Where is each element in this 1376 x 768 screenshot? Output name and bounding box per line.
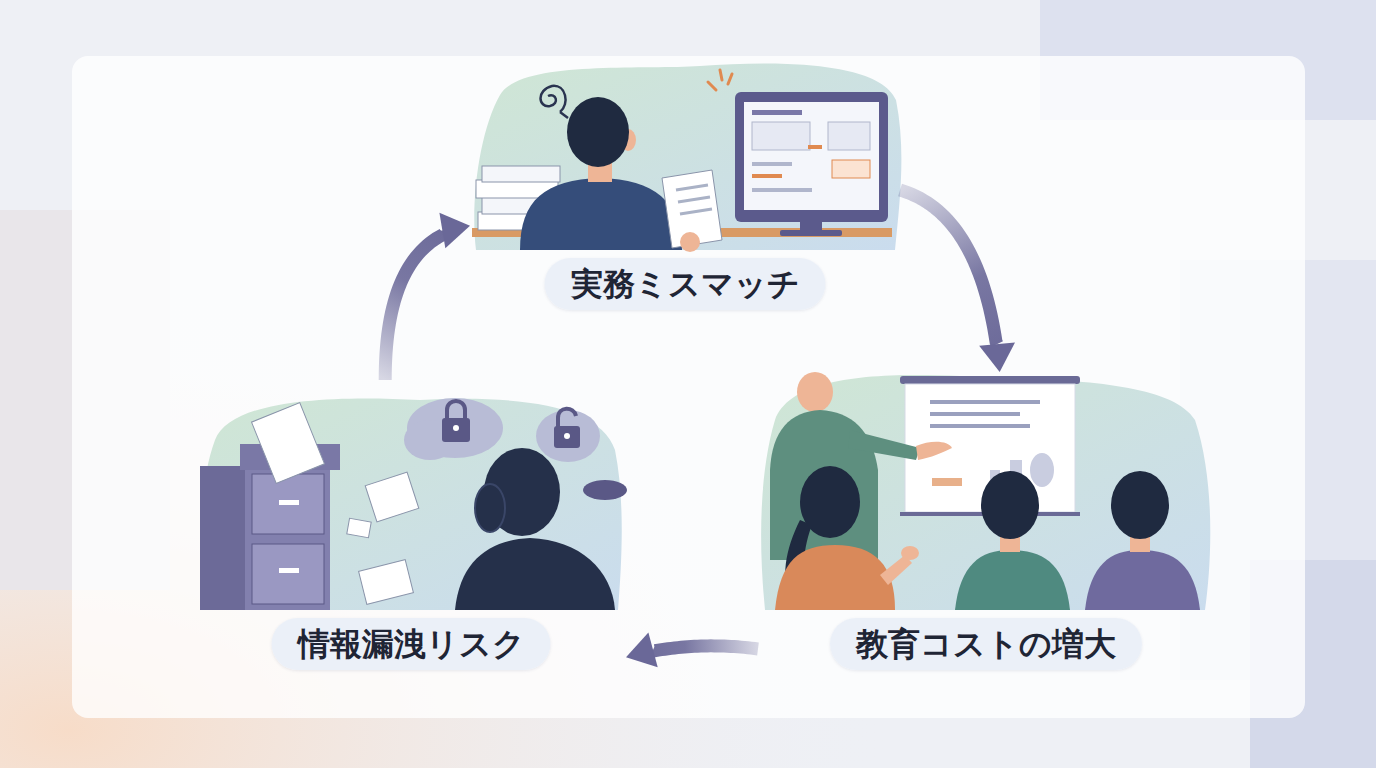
- filing-cabinet-part: [279, 500, 299, 505]
- lock-clouds-part: [442, 418, 470, 442]
- flying-papers-part: [252, 403, 325, 484]
- background-part: [72, 56, 1305, 718]
- cycle-arrow: [900, 190, 1015, 372]
- monitor-part: [752, 122, 810, 150]
- cycle-arrow: [385, 213, 470, 380]
- flying-papers: [252, 403, 419, 605]
- worried-person-part: [455, 538, 615, 610]
- monitor-part: [832, 160, 870, 178]
- worker-part: [520, 178, 682, 250]
- arrow-head: [439, 213, 470, 249]
- mismatch-scene: [472, 63, 901, 252]
- arrow-shaft: [653, 646, 758, 651]
- flying-papers-part: [347, 518, 371, 538]
- illustrated-card: 情報漏洩リスク: [196, 380, 626, 678]
- audience-part: [775, 545, 895, 610]
- arrow-head: [979, 342, 1015, 372]
- lock-clouds-part: [558, 409, 576, 428]
- illustrated-card: 実務ミスマッチ: [470, 62, 900, 318]
- monitor: [735, 92, 888, 236]
- worried-person-part: [475, 484, 505, 532]
- presenter-part: [770, 410, 878, 560]
- audience-part: [901, 546, 919, 560]
- lock-clouds-part: [453, 425, 459, 431]
- presenter-part: [916, 442, 952, 460]
- worker: [520, 97, 722, 252]
- filing-cabinet-part: [200, 466, 330, 610]
- projection-screen-part: [930, 412, 1020, 416]
- confusion-swirl: [541, 86, 569, 118]
- lock-clouds-part: [564, 433, 570, 439]
- audience-part: [955, 550, 1070, 610]
- cycle-arrow: [626, 633, 758, 668]
- arrow-shaft: [900, 190, 997, 344]
- alert-ticks: [708, 70, 732, 90]
- alert-ticks-part: [708, 82, 716, 90]
- lock-clouds-part: [447, 401, 465, 420]
- lock-clouds-part: [554, 426, 580, 448]
- projection-screen-part: [1030, 453, 1054, 487]
- monitor-part: [808, 145, 822, 149]
- monitor-part: [735, 92, 888, 222]
- monitor-part: [780, 230, 842, 236]
- monitor-part: [752, 110, 802, 115]
- filing-cabinet-part: [252, 544, 324, 604]
- illustrated-card: 教育コストの増大: [758, 372, 1214, 678]
- label-group: 情報漏洩リスク: [272, 618, 551, 670]
- card-label: 情報漏洩リスク: [272, 618, 551, 670]
- monitor-part: [752, 188, 812, 192]
- paper-stack-part: [482, 166, 560, 182]
- projection-screen-part: [930, 424, 1030, 428]
- monitor-part: [744, 102, 879, 210]
- presenter-part: [848, 430, 920, 460]
- monitor-part: [828, 122, 870, 150]
- monitor-part: [752, 174, 782, 178]
- training-scene-part: [761, 375, 1210, 610]
- leak-scene-part: [201, 398, 622, 610]
- worker-part: [680, 232, 700, 252]
- arrow-shaft: [385, 230, 443, 380]
- leak-scene: [200, 398, 627, 610]
- presenter-part: [797, 372, 833, 412]
- projection-screen-part: [930, 400, 1040, 404]
- card-label: 教育コストの増大: [830, 618, 1142, 670]
- flying-papers-part: [359, 560, 414, 605]
- audience-part: [1111, 471, 1169, 539]
- alert-ticks-part: [728, 74, 732, 84]
- audience-part: [800, 466, 860, 538]
- worried-person: [455, 448, 615, 610]
- audience-part: [1085, 550, 1200, 610]
- lock-clouds: [404, 398, 627, 500]
- label-group: 教育コストの増大: [830, 618, 1142, 670]
- card-label: 実務ミスマッチ: [545, 258, 826, 310]
- arrow-head: [626, 633, 658, 668]
- worker-part: [680, 209, 712, 214]
- filing-cabinet-part: [252, 474, 324, 534]
- lock-clouds-part: [536, 410, 600, 462]
- projection-screen-part: [932, 478, 962, 486]
- monitor-part: [752, 162, 792, 166]
- flying-papers-part: [365, 472, 419, 522]
- filing-cabinet-part: [245, 466, 330, 610]
- audience: [775, 466, 1200, 610]
- projection-screen-part: [900, 376, 1080, 384]
- worker-part: [678, 197, 710, 202]
- filing-cabinet-part: [279, 568, 299, 573]
- worker-part: [567, 97, 629, 167]
- audience-part: [981, 471, 1039, 539]
- lock-clouds-part: [583, 480, 627, 500]
- worker-part: [676, 185, 708, 190]
- alert-ticks-part: [720, 70, 722, 80]
- training-scene: [761, 372, 1210, 610]
- label-group: 実務ミスマッチ: [545, 258, 826, 310]
- mismatch-scene-part: [474, 63, 901, 250]
